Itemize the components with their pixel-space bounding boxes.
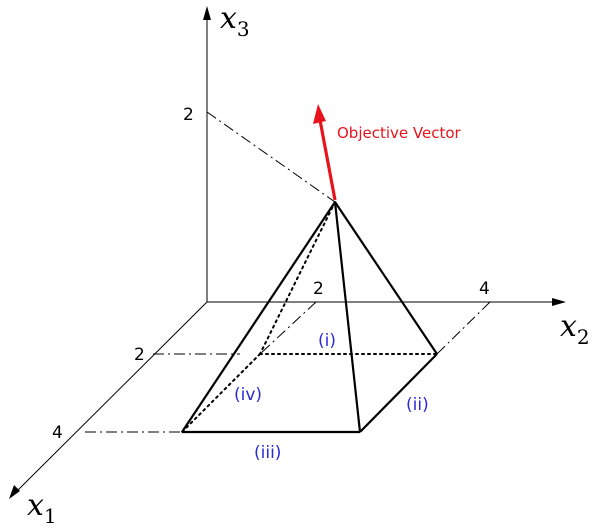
tick-x1-2: 2: [134, 345, 145, 365]
face-label-iv: (iv): [234, 385, 262, 405]
x1-axis: [13, 301, 208, 495]
tick-x3-2: 2: [183, 105, 194, 125]
edge-base-right: [359, 353, 438, 433]
x2-axis-label: x2: [560, 309, 590, 349]
face-label-ii: (ii): [406, 395, 429, 415]
x2-axis-arrowhead: [552, 298, 566, 306]
objective-vector-arrowhead: [313, 104, 326, 124]
face-label-i: (i): [318, 331, 336, 351]
face-label-iii: (iii): [254, 443, 281, 463]
tick-x1-4: 4: [52, 423, 63, 443]
hidden-edge-base-left: [181, 353, 261, 433]
objective-vector-label: Objective Vector: [337, 124, 462, 142]
hidden-edges: [181, 201, 438, 433]
edge-apex-front-left: [181, 201, 336, 433]
axes: [9, 6, 566, 499]
tick-x2-2: 2: [313, 279, 324, 299]
objective-vector: Objective Vector: [313, 104, 462, 201]
guide-lines: [85, 111, 491, 433]
x3-axis-label: x3: [220, 1, 250, 41]
x1-axis-arrowhead: [9, 485, 20, 499]
guide-x2-4: [436, 301, 491, 355]
tick-x2-4: 4: [479, 279, 490, 299]
x1-axis-label: x1: [27, 488, 57, 528]
x3-axis-arrowhead: [203, 6, 211, 20]
hidden-edge-apex-back: [259, 201, 336, 355]
edge-apex-front-right: [333, 201, 362, 433]
visible-edges: [181, 201, 438, 434]
guide-x2-2: [259, 301, 317, 355]
guide-x3-to-apex: [206, 111, 336, 203]
edge-apex-back-right: [334, 201, 438, 355]
objective-vector-shaft: [318, 119, 337, 201]
